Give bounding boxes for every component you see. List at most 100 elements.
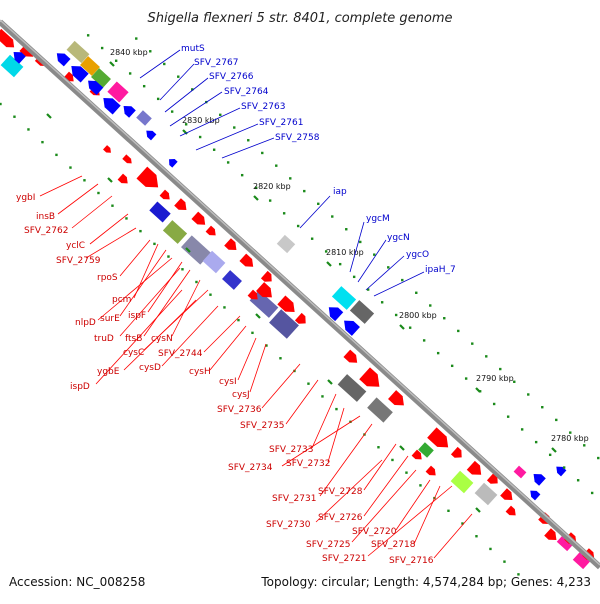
reverse-gene-arrow-1 (71, 65, 89, 83)
gene-label-cysD: cysD (139, 363, 161, 373)
scale-dot-54 (366, 288, 370, 291)
leader-line-forward-9 (147, 261, 183, 313)
accession-text: Accession: NC_008258 (9, 575, 145, 589)
scale-labels: 2840 kbp 2830 kbp 2820 kbp 2810 kbp 2800… (110, 48, 589, 443)
gene-label-SFV_2762: SFV_2762 (24, 226, 68, 236)
leader-line-forward-25 (281, 415, 361, 467)
gene-label-pcm: pcm (112, 295, 131, 305)
gene-label-yclC: yclC (66, 241, 85, 251)
scale-dot-4 (191, 88, 194, 91)
reverse-gene-arrow-8 (328, 307, 344, 322)
scale-dot-45 (240, 173, 244, 177)
leader-line-forward-29 (315, 459, 383, 523)
scale-dot-53 (352, 275, 356, 279)
forward-gene-arrow-23 (500, 488, 513, 501)
gene-label-ygbI: ygbI (16, 193, 35, 203)
scale-dot-58 (422, 339, 426, 342)
scale-dot-6 (219, 113, 222, 117)
scale-dot-1 (149, 50, 152, 53)
major-tick-13 (475, 507, 481, 513)
reverse-gene-arrow-11 (556, 466, 567, 477)
gene-block-4 (0, 54, 24, 78)
scale-dot-26 (499, 367, 502, 371)
scale-dot-73 (27, 128, 30, 131)
scale-dot-84 (181, 268, 184, 271)
leader-line-forward-24 (327, 407, 345, 463)
forward-gene-arrow-34 (544, 528, 557, 541)
scale-label-2790: 2790 kbp (476, 374, 514, 383)
forward-gene-arrow-5 (122, 154, 132, 164)
scale-dot-105 (475, 535, 478, 538)
forward-gene-arrow-4 (103, 145, 111, 153)
leader-line-reverse-4 (179, 107, 241, 137)
leader-line-forward-19 (237, 337, 257, 381)
scale-dot-72 (13, 115, 16, 118)
leader-line-forward-22 (285, 379, 319, 425)
forward-gene-arrow-30 (260, 270, 272, 282)
scale-dot-30 (555, 418, 558, 422)
scale-label-2810: 2810 kbp (326, 248, 364, 257)
scale-dot-19 (401, 278, 404, 282)
scale-dot-36 (114, 59, 118, 62)
gene-label-cysC: cysC (123, 348, 144, 358)
gene-block-20 (474, 482, 498, 506)
scale-dot-22 (443, 317, 446, 320)
leader-line-forward-11 (143, 269, 191, 337)
gene-label-cysN: cysN (151, 334, 173, 344)
leader-line-forward-23 (311, 393, 337, 449)
gene-block-22 (556, 532, 576, 552)
gene-label-SFV_2744: SFV_2744 (158, 349, 203, 359)
leader-line-reverse-1 (159, 63, 195, 101)
reverse-gene-arrow-9 (344, 320, 360, 336)
scale-dot-8 (247, 139, 250, 142)
scale-dot-27 (513, 380, 516, 383)
leader-line-forward-8 (97, 257, 173, 321)
gene-block-15 (349, 300, 375, 324)
scale-dot-24 (471, 342, 474, 345)
gene-block-12 (269, 309, 299, 339)
forward-gene-arrow-9 (191, 211, 206, 225)
forward-gene-labels: ygbI insB SFV_2762 yclC SFV_2759 rpoS pc… (16, 193, 434, 566)
scale-dot-29 (541, 406, 544, 409)
genome-summary-text: Topology: circular; Length: 4,574,284 bp… (260, 575, 591, 589)
scale-label-2820: 2820 kbp (253, 182, 291, 191)
scale-dot-7 (233, 126, 236, 129)
gene-label-truD: truD (94, 334, 114, 344)
forward-gene-arrow-33 (505, 505, 516, 516)
leader-line-reverse-3 (169, 91, 223, 127)
scale-dot-11 (289, 177, 292, 180)
scale-dot-21 (429, 304, 432, 307)
scale-dot-25 (485, 355, 488, 358)
leader-line-forward-33 (367, 485, 453, 557)
gene-label-cysI: cysI (219, 377, 237, 387)
leader-line-forward-27 (363, 443, 397, 491)
scale-dot-77 (83, 179, 86, 182)
leader-line-reverse-5 (195, 123, 259, 151)
scale-dot-37 (128, 72, 132, 75)
major-tick-6 (551, 447, 557, 453)
forward-gene-arrow-19 (427, 427, 449, 448)
scale-dot-100 (405, 471, 408, 474)
scale-dot-78 (97, 191, 100, 195)
forward-gene-arrow-0 (0, 28, 15, 48)
major-tick-2 (253, 195, 259, 201)
scale-dot-71 (0, 102, 2, 106)
gene-label-SFV_2758: SFV_2758 (275, 133, 320, 143)
gene-label-SFV_2721: SFV_2721 (322, 554, 366, 564)
gene-block-21 (513, 465, 527, 479)
feature-blocks (0, 28, 595, 570)
gene-block-23 (572, 550, 592, 570)
scale-dot-95 (335, 407, 338, 411)
scale-dot-2 (163, 62, 166, 66)
gene-label-SFV_2716: SFV_2716 (389, 556, 434, 566)
scale-dot-85 (195, 280, 198, 284)
scale-label-2830: 2830 kbp (182, 116, 220, 125)
gene-label-ispF: ispF (128, 311, 146, 321)
gene-label-SFV_2726: SFV_2726 (318, 513, 363, 523)
scale-dot-106 (489, 547, 492, 551)
gene-block-13 (276, 234, 296, 254)
forward-gene-arrow-8 (174, 198, 187, 211)
scale-dot-99 (391, 458, 394, 462)
